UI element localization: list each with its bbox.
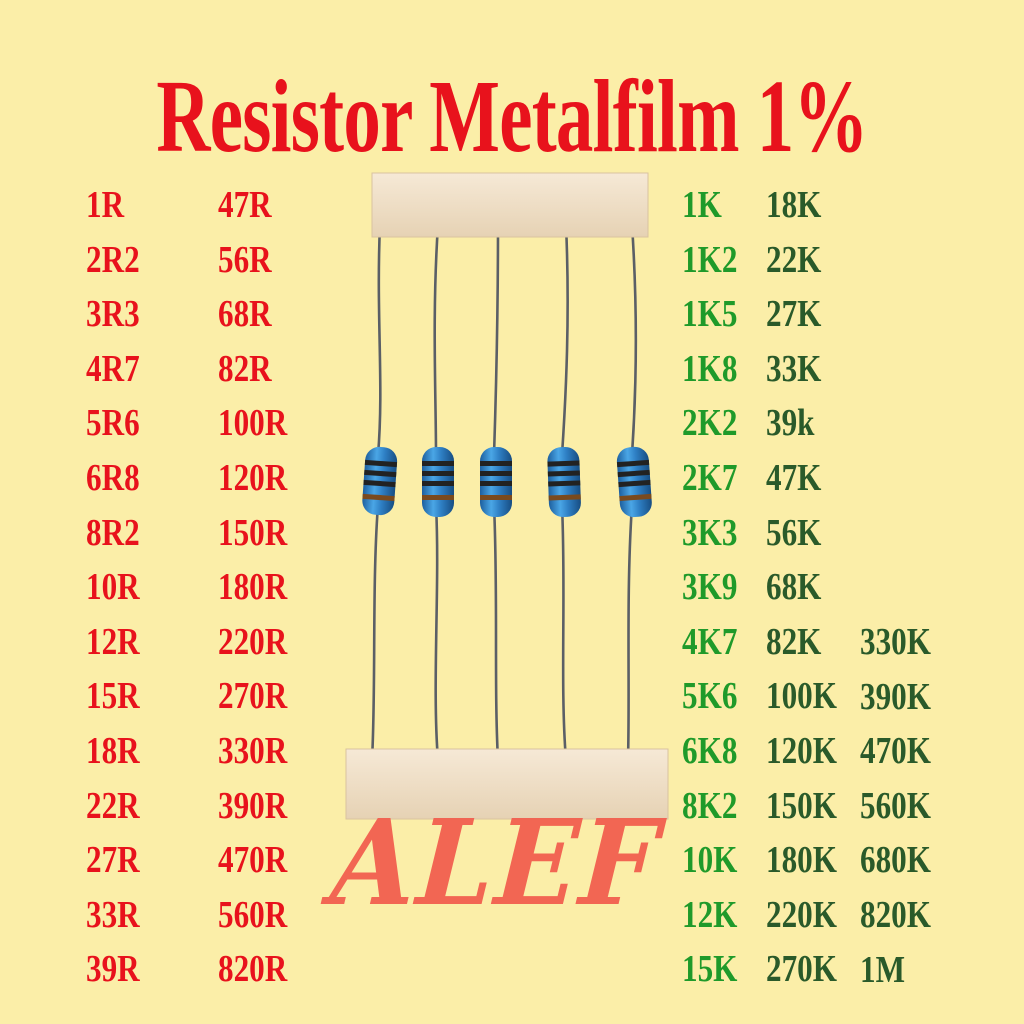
resistor-value: 180K — [766, 839, 837, 882]
resistor-value: 1K8 — [682, 347, 738, 390]
resistor-value: 18R — [86, 729, 140, 772]
resistor-value: 120R — [218, 456, 288, 499]
resistor-value: 150K — [766, 784, 837, 827]
resistor-value: 390K — [860, 675, 931, 718]
resistor-value: 5R6 — [86, 402, 140, 445]
resistor-value: 33K — [766, 347, 822, 390]
resistor-value: 180R — [218, 566, 288, 609]
resistor-value: 820K — [860, 893, 931, 936]
resistor-value: 390R — [218, 784, 288, 827]
resistor-value: 68K — [766, 566, 822, 609]
resistor-value: 8K2 — [682, 784, 738, 827]
resistor-value: 27K — [766, 293, 822, 336]
resistor-value: 560K — [860, 784, 931, 827]
resistor-value: 1K5 — [682, 293, 738, 336]
resistor-value: 68R — [218, 293, 272, 336]
resistor-value: 22R — [86, 784, 140, 827]
resistor-bodies — [362, 446, 652, 518]
resistor-value: 8R2 — [86, 511, 140, 554]
ohm-values-column-2: 47R 56R 68R 82R 100R 120R 150R 180R 220R 270R 330R… — [218, 178, 287, 997]
resistor-value: 22K — [766, 238, 822, 281]
resistor-value: 820R — [218, 948, 288, 991]
brand-logo: ALEF — [327, 793, 665, 932]
resistor-value: 470K — [860, 730, 931, 773]
ohm-values-column-1: 1R 2R2 3R3 4R7 5R6 6R8 8R2 10R 12R 15R 18R 22R 27R 33… — [86, 178, 140, 997]
resistor-value: 15R — [86, 675, 140, 718]
resistor-value: 3R3 — [86, 293, 140, 336]
resistor-value: 4R7 — [86, 347, 140, 390]
resistor-value: 82R — [218, 347, 272, 390]
resistor-value: 27R — [86, 839, 140, 882]
resistor-value: 120K — [766, 729, 837, 772]
resistor-value: 82K — [766, 620, 822, 663]
resistor-value: 3K9 — [682, 566, 738, 609]
resistor-value: 47R — [218, 184, 272, 226]
product-title: Resistor Metalfilm 1% — [156, 59, 868, 174]
high-values-column: 330K 390K 470K 560K 680K 820K 1M — [860, 615, 931, 997]
resistor-value: 18K — [766, 184, 822, 226]
resistor-value: 2K2 — [682, 402, 738, 445]
resistor-value: 3K3 — [682, 511, 738, 554]
resistor-value: 330R — [218, 729, 288, 772]
resistor-value: 56K — [766, 511, 822, 554]
resistor-value: 2R2 — [86, 238, 140, 281]
resistor-strip-photo — [345, 172, 669, 820]
resistor-value: 330K — [860, 621, 931, 663]
resistor-value: 1M — [860, 948, 905, 991]
resistor-leads — [370, 224, 638, 761]
resistor-value: 220R — [218, 620, 288, 663]
kilo-values-column-1: 1K 1K2 1K5 1K8 2K2 2K7 3K3 3K9 4K7 5K6 6K8 8K2 10K 12… — [682, 178, 737, 997]
resistor-value: 5K6 — [682, 675, 738, 718]
resistor-value: 1K2 — [682, 238, 738, 281]
resistor-value: 470R — [218, 839, 288, 882]
resistor-value: 680K — [860, 839, 931, 882]
resistor-value: 39k — [766, 402, 815, 445]
resistor-value: 33R — [86, 893, 140, 936]
top-tape — [371, 172, 649, 238]
resistor-value: 220K — [766, 893, 837, 936]
resistor-value: 100R — [218, 402, 288, 445]
resistor-value: 4K7 — [682, 620, 738, 663]
resistor-value: 10R — [86, 566, 140, 609]
resistor-value: 12K — [682, 893, 738, 936]
resistor-value: 6K8 — [682, 729, 738, 772]
resistor-value: 1K — [682, 184, 722, 226]
resistor-value: 270R — [218, 675, 288, 718]
resistor-value: 2K7 — [682, 456, 738, 499]
resistor-value: 12R — [86, 620, 140, 663]
resistor-value: 100K — [766, 675, 837, 718]
resistor-value: 10K — [682, 839, 738, 882]
resistor-value: 150R — [218, 511, 288, 554]
resistor-value: 15K — [682, 948, 738, 991]
resistor-value: 47K — [766, 456, 822, 499]
kilo-values-column-2: 18K 22K 27K 33K 39k 47K 56K 68K 82K 100K 120K 150K 1… — [766, 178, 837, 997]
resistor-value: 1R — [86, 184, 125, 226]
resistor-value: 270K — [766, 948, 837, 991]
bottom-tape — [345, 748, 669, 820]
resistor-value: 56R — [218, 238, 272, 281]
resistor-value: 39R — [86, 948, 140, 991]
resistor-value: 6R8 — [86, 456, 140, 499]
resistor-value: 560R — [218, 893, 288, 936]
